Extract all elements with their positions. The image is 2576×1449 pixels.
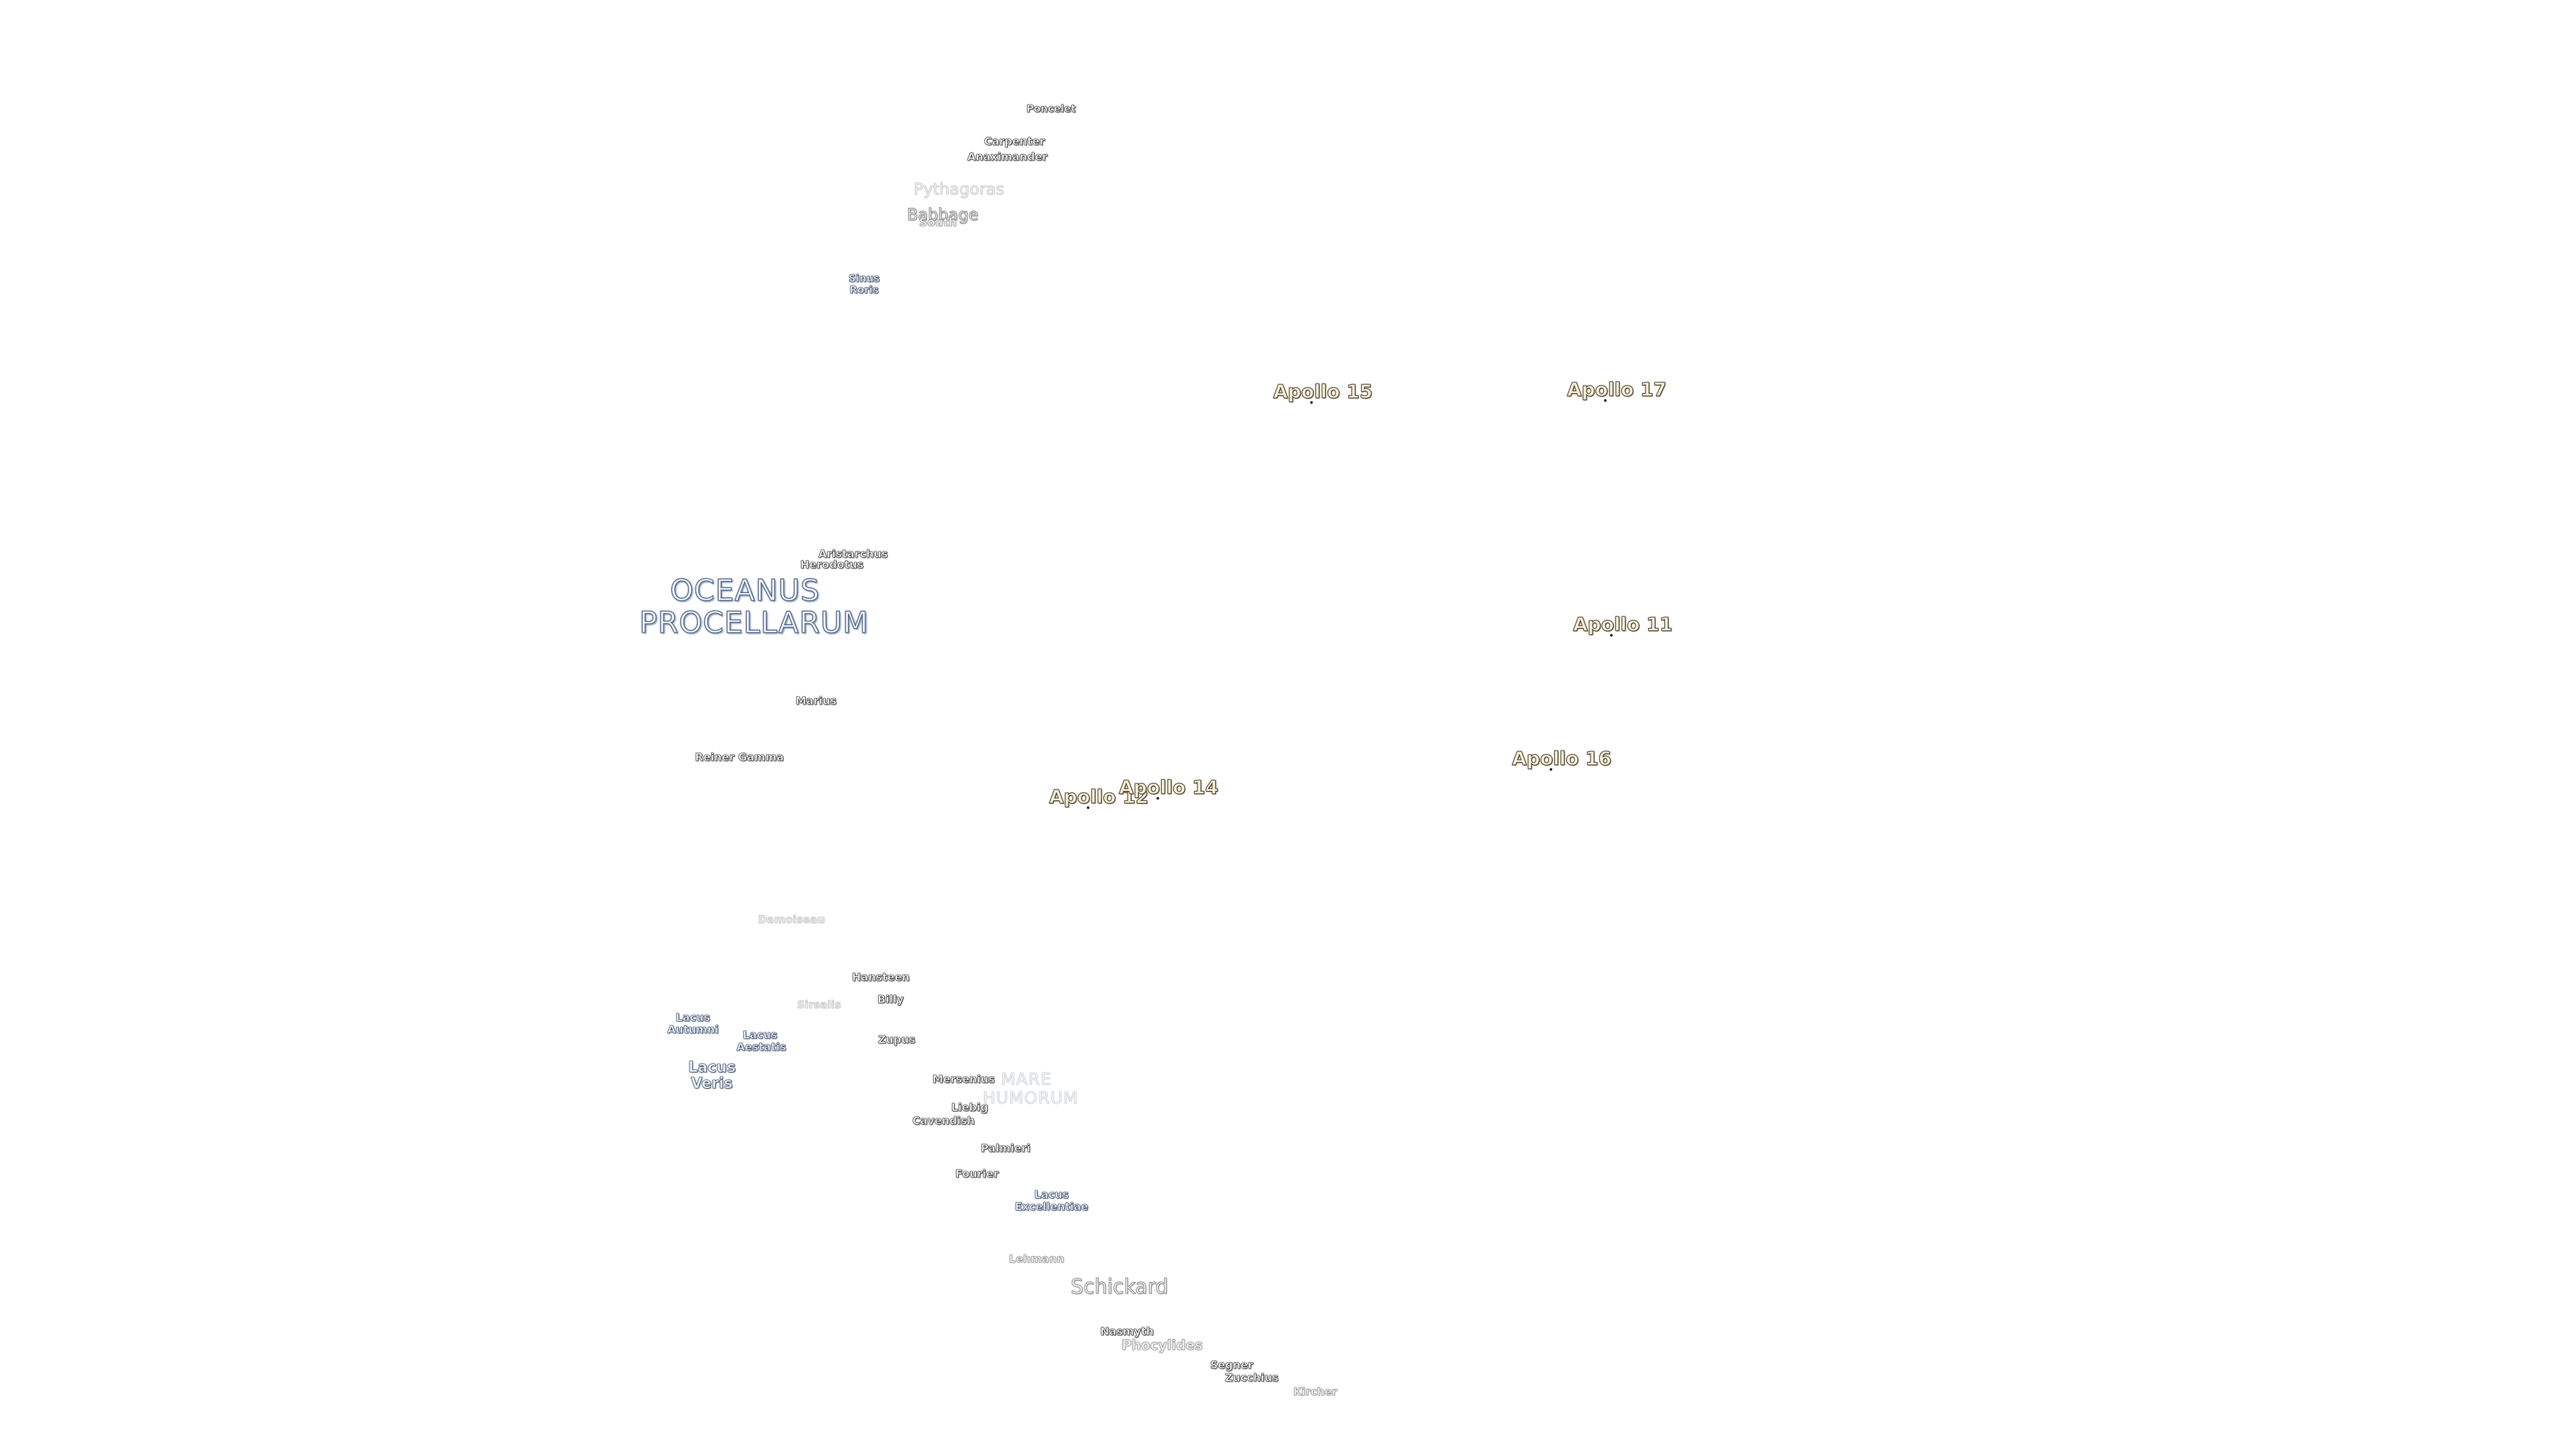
sea-label-mare-humorum[interactable]: MARE HUMORUM xyxy=(983,1069,1079,1108)
crater-label-zucchius[interactable]: Zucchius xyxy=(1225,1371,1279,1384)
crater-label-cavendish[interactable]: Cavendish xyxy=(912,1114,975,1127)
crater-label-pythagoras[interactable]: Pythagoras xyxy=(914,180,1005,199)
crater-label-schickard[interactable]: Schickard xyxy=(1071,1275,1169,1299)
landing-site-marker-apollo-15[interactable] xyxy=(1310,401,1313,404)
landing-site-marker-apollo-12[interactable] xyxy=(1087,806,1089,809)
mare-humorum-line1: MARE xyxy=(1001,1069,1052,1089)
crater-label-lehmann[interactable]: Lehmann xyxy=(1009,1252,1065,1265)
landing-site-apollo-15[interactable]: Apollo 15 xyxy=(1273,380,1373,402)
crater-label-palmieri[interactable]: Palmieri xyxy=(981,1142,1031,1155)
crater-label-liebig[interactable]: Liebig xyxy=(951,1101,989,1114)
lake-label-sinus-roris[interactable]: Sinus Roris xyxy=(849,272,880,296)
landing-site-apollo-11[interactable]: Apollo 11 xyxy=(1572,613,1673,635)
landing-site-apollo-12[interactable]: Apollo 12 xyxy=(1049,786,1149,808)
crater-label-aristarchus[interactable]: Aristarchus xyxy=(818,547,888,560)
crater-label-phocylides[interactable]: Phocylides xyxy=(1122,1337,1203,1353)
crater-label-segner[interactable]: Segner xyxy=(1210,1358,1254,1371)
sinus-roris-line2: Roris xyxy=(849,283,879,296)
lacus-autumni-line1: Lacus xyxy=(676,1011,710,1024)
crater-label-damoiseau[interactable]: Damoiseau xyxy=(758,913,825,926)
sinus-roris-line1: Sinus xyxy=(849,272,880,284)
lacus-excellentiae-line1: Lacus xyxy=(1034,1188,1069,1201)
landing-site-marker-apollo-16[interactable] xyxy=(1550,768,1552,771)
crater-label-anaximander[interactable]: Anaximander xyxy=(967,150,1048,163)
landing-site-apollo-17[interactable]: Apollo 17 xyxy=(1566,378,1667,400)
lacus-excellentiae-line2: Excellentiae xyxy=(1014,1199,1089,1213)
crater-label-fourier[interactable]: Fourier xyxy=(955,1167,999,1180)
landing-site-apollo-16[interactable]: Apollo 16 xyxy=(1511,747,1612,769)
crater-label-carpenter[interactable]: Carpenter xyxy=(984,135,1045,148)
lacus-veris-line1: Lacus xyxy=(688,1059,736,1076)
crater-label-poncelet[interactable]: Poncelet xyxy=(1026,103,1076,115)
lake-label-lacus-veris[interactable]: Lacus Veris xyxy=(688,1059,736,1093)
lake-label-lacus-autumni[interactable]: Lacus Autumni xyxy=(666,1012,720,1035)
lacus-aestatis-line2: Aestatis xyxy=(737,1040,786,1053)
lacus-autumni-line2: Autumni xyxy=(667,1022,719,1036)
crater-label-babbage[interactable]: Babbage xyxy=(907,205,979,224)
crater-label-kircher[interactable]: Kircher xyxy=(1293,1385,1338,1398)
sea-label-oceanus-procellarum[interactable]: OCEANUS PROCELLARUM xyxy=(639,574,869,641)
lacus-veris-line2: Veris xyxy=(690,1075,733,1093)
crater-label-billy[interactable]: Billy xyxy=(877,993,904,1006)
landing-site-marker-apollo-11[interactable] xyxy=(1610,634,1613,637)
crater-label-south[interactable]: South xyxy=(919,216,957,229)
lacus-aestatis-line1: Lacus xyxy=(743,1028,777,1041)
landing-site-marker-apollo-14[interactable] xyxy=(1157,797,1159,800)
landing-site-marker-apollo-17[interactable] xyxy=(1604,399,1607,402)
crater-label-hansteen[interactable]: Hansteen xyxy=(852,971,910,983)
crater-label-marius[interactable]: Marius xyxy=(796,694,837,707)
crater-label-reiner-gamma[interactable]: Reiner Gamma xyxy=(695,751,784,763)
oceanus-line1: OCEANUS xyxy=(669,574,820,608)
crater-label-zupus[interactable]: Zupus xyxy=(878,1033,916,1046)
crater-label-mersenius[interactable]: Mersenius xyxy=(932,1073,995,1085)
crater-label-nasmyth[interactable]: Nasmyth xyxy=(1100,1325,1154,1338)
landing-site-apollo-14[interactable]: Apollo 14 xyxy=(1118,776,1219,798)
oceanus-line2: PROCELLARUM xyxy=(639,606,869,641)
lake-label-lacus-excellentiae[interactable]: Lacus Excellentiae xyxy=(1013,1189,1090,1212)
crater-label-sirsalis[interactable]: Sirsalis xyxy=(797,998,841,1011)
crater-label-herodotus[interactable]: Herodotus xyxy=(800,558,864,571)
lake-label-lacus-aestatis[interactable]: Lacus Aestatis xyxy=(737,1028,786,1053)
mare-humorum-line2: HUMORUM xyxy=(983,1087,1079,1108)
